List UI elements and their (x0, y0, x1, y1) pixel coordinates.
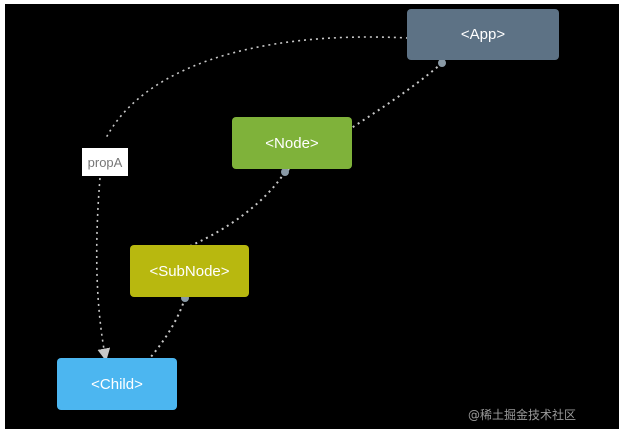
node-node: <Node> (232, 117, 352, 169)
edge-node-subnode (189, 171, 286, 247)
node-subnode: <SubNode> (130, 245, 249, 297)
edge-propa-down (95, 177, 111, 362)
node-child: <Child> (57, 358, 177, 410)
watermark-text: @稀土掘金技术社区 (468, 408, 577, 422)
edge-propa-arc (104, 36, 409, 141)
connector-dot-app (438, 59, 446, 67)
node-app: <App> (407, 9, 559, 60)
edge-subnode-child (149, 297, 186, 359)
connector-dot-node (281, 168, 289, 176)
edge-label-propa: propA (82, 148, 128, 176)
